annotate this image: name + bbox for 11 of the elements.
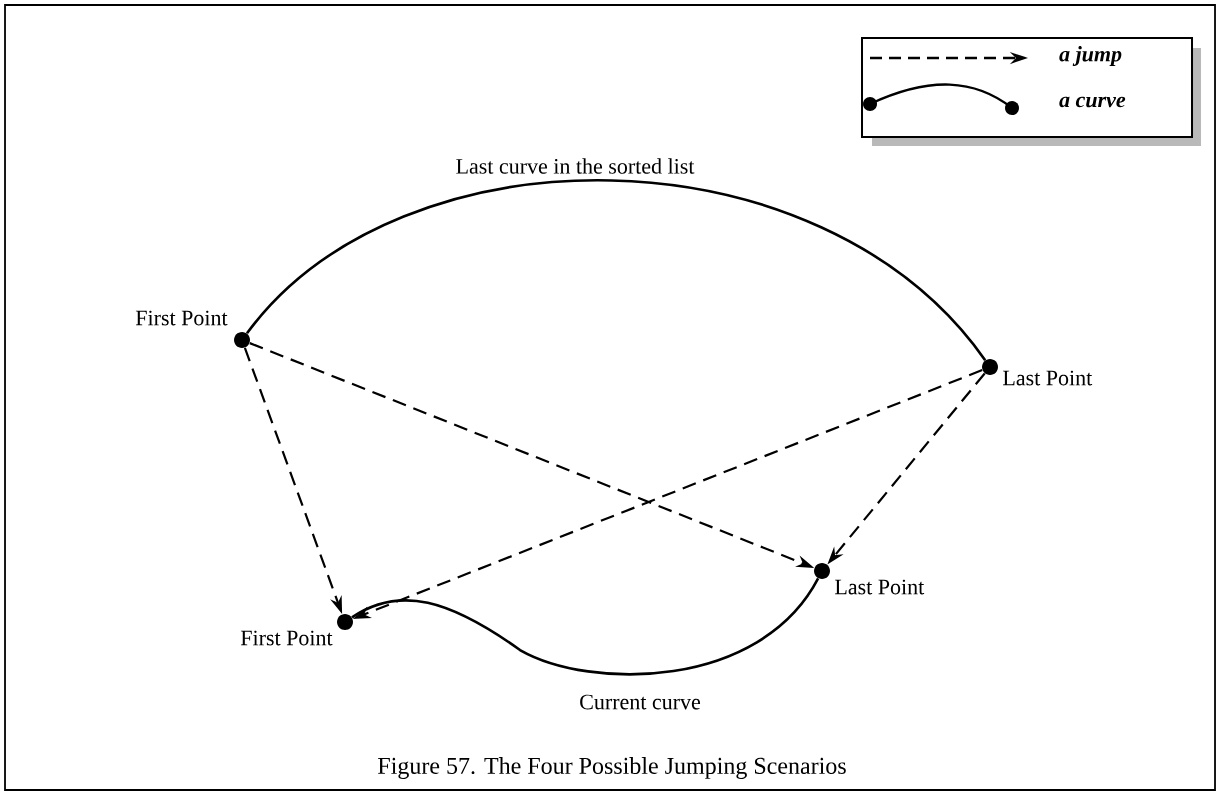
point-label: Last Point [1003,370,1093,386]
point-label: Last Point [835,579,925,595]
curve-line [246,179,987,361]
edge-label: Current curve [577,692,703,712]
point-label: First Point [135,310,228,326]
figure-caption: Figure 57. The Four Possible Jumping Scenarios [378,757,846,779]
curve-line [351,577,820,676]
point-label: First Point [240,630,333,646]
legend-label: a curve [1059,96,1126,108]
legend-label: a jump [1059,46,1122,66]
edge-label: Last curve in the sorted list [453,156,697,176]
